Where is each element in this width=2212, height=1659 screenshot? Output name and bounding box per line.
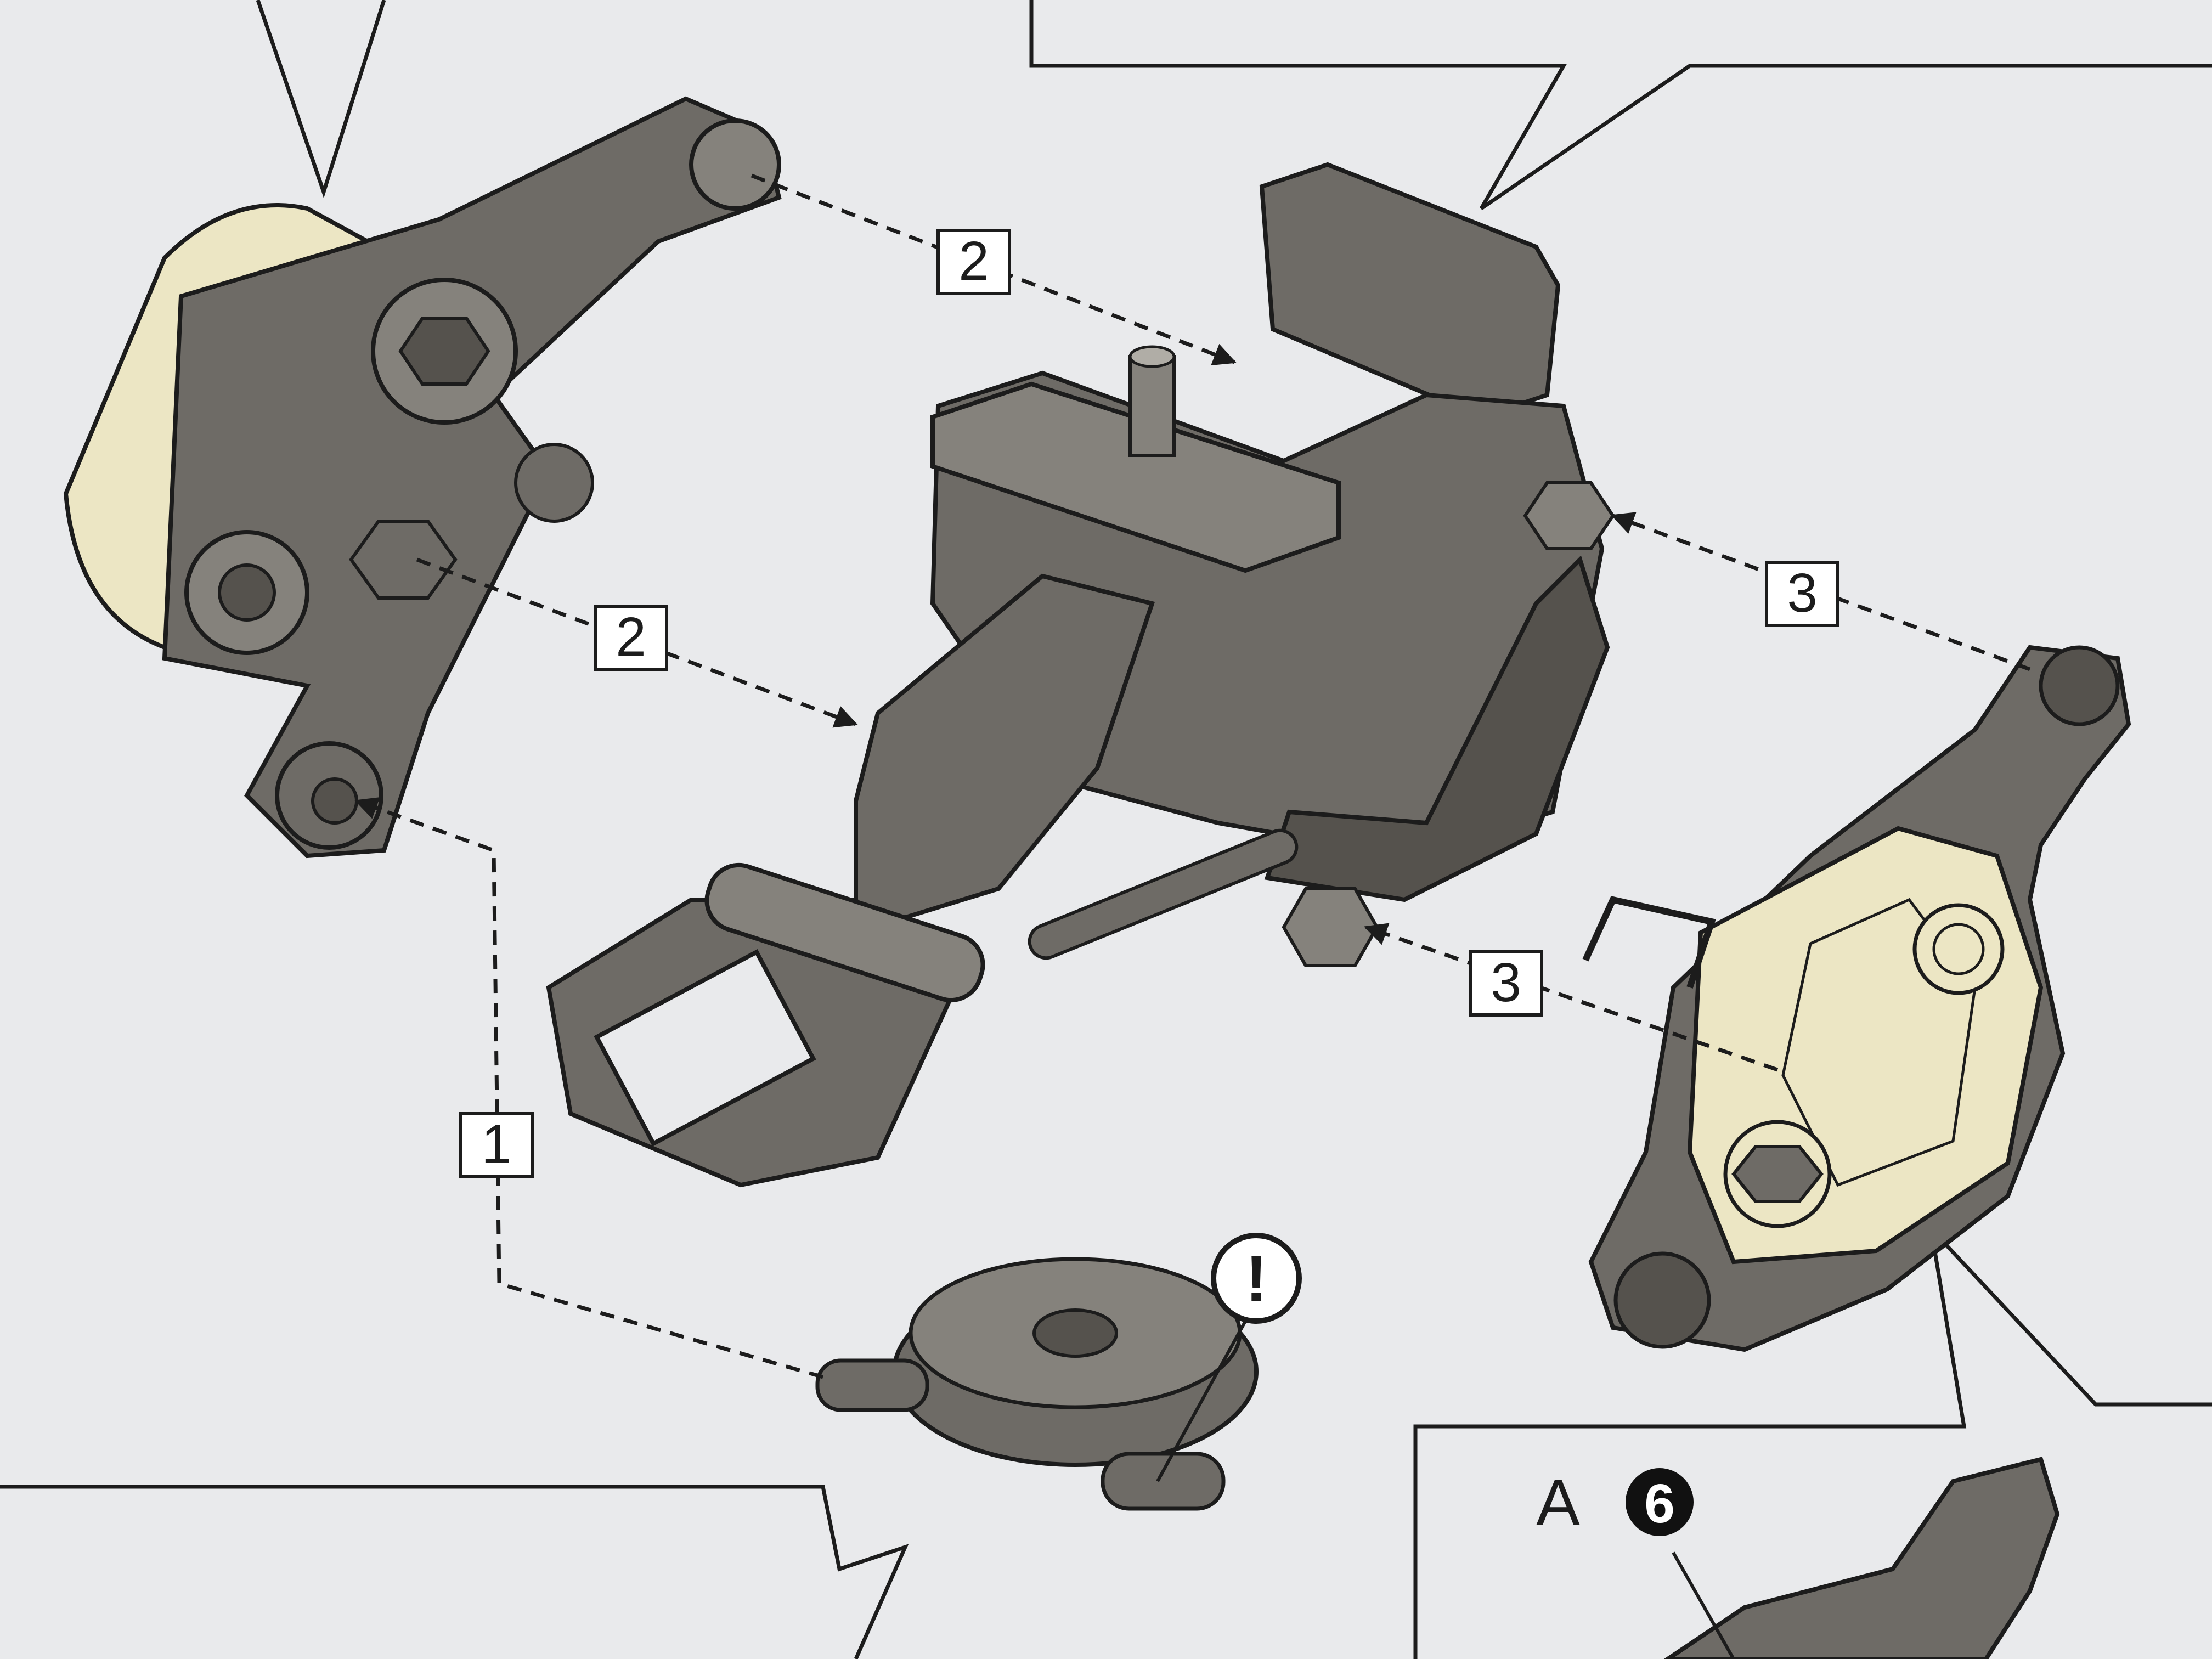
right-hex-nut-lower: [1282, 887, 1379, 967]
right-hex-nut: [1731, 1145, 1824, 1203]
runner-part-body: [1663, 1457, 2060, 1659]
step-number: 2: [616, 606, 646, 668]
round-joint-part: [815, 1257, 1259, 1511]
round-joint-right-peg: [1101, 1452, 1226, 1511]
right-plate-inset: [1781, 898, 1977, 1187]
left-hex-nut-top: [398, 317, 490, 386]
center-peg: [1128, 355, 1176, 457]
left-side-pin: [514, 443, 594, 523]
step-number: 3: [1787, 562, 1818, 624]
callout-top-left: [256, 0, 386, 199]
left-arm-part: [63, 96, 782, 859]
right-joint-arm: [1264, 555, 1610, 902]
left-top-socket: [689, 119, 781, 211]
runner-reference: A 6: [1536, 1466, 1694, 1539]
top-bar: [930, 381, 1341, 573]
caution-icon: !: [1156, 1233, 1302, 1482]
right-round-boss-inner: [1932, 923, 1985, 975]
callout-top-right: [1029, 0, 2212, 210]
step-number: 3: [1491, 952, 1521, 1013]
left-hex-nut-mid: [349, 520, 458, 600]
step-label-2-left: 2: [594, 605, 668, 671]
caution-mark: !: [1245, 1242, 1267, 1316]
callout-bottom-right: [1413, 1223, 2212, 1659]
right-arm-part: [1582, 645, 2131, 1352]
callout-bottom-left: [0, 1485, 909, 1659]
runner-number-icon: [1626, 1468, 1694, 1536]
back-plate: [1259, 162, 1561, 420]
runner-leader-line: [1672, 1551, 1735, 1659]
right-round-boss: [1912, 903, 2005, 995]
step-label-1: 1: [459, 1112, 534, 1178]
arrow-2-left: [416, 557, 858, 728]
step-number: 2: [958, 230, 989, 292]
round-joint-hex-hole: [1032, 1308, 1118, 1358]
left-bottom-socket-inner: [311, 777, 358, 825]
right-bottom-socket-a: [1613, 1251, 1711, 1349]
runner-letter: A: [1536, 1466, 1580, 1539]
left-round-socket-inner: [218, 563, 276, 622]
link-bar: [1028, 828, 1299, 960]
round-joint-left-peg: [815, 1358, 929, 1412]
arrow-3-lower: [1364, 923, 1779, 1072]
arrow-2-top: [751, 173, 1237, 365]
right-top-socket: [2039, 645, 2120, 726]
stand-cutout: [594, 949, 816, 1147]
step-label-2-top: 2: [936, 229, 1011, 295]
runner-number: 6: [1644, 1473, 1675, 1534]
right-wire-loop: [1582, 896, 1716, 989]
step-label-3-upper: 3: [1765, 561, 1839, 627]
center-peg-top: [1128, 345, 1176, 368]
runner-part-partial: [1663, 1457, 2060, 1659]
central-chassis: [546, 162, 1615, 1188]
cross-bar: [704, 862, 985, 1003]
step-label-3-lower: 3: [1469, 950, 1543, 1017]
right-hex-nut-upper: [1523, 481, 1615, 550]
step-number: 1: [481, 1114, 512, 1175]
